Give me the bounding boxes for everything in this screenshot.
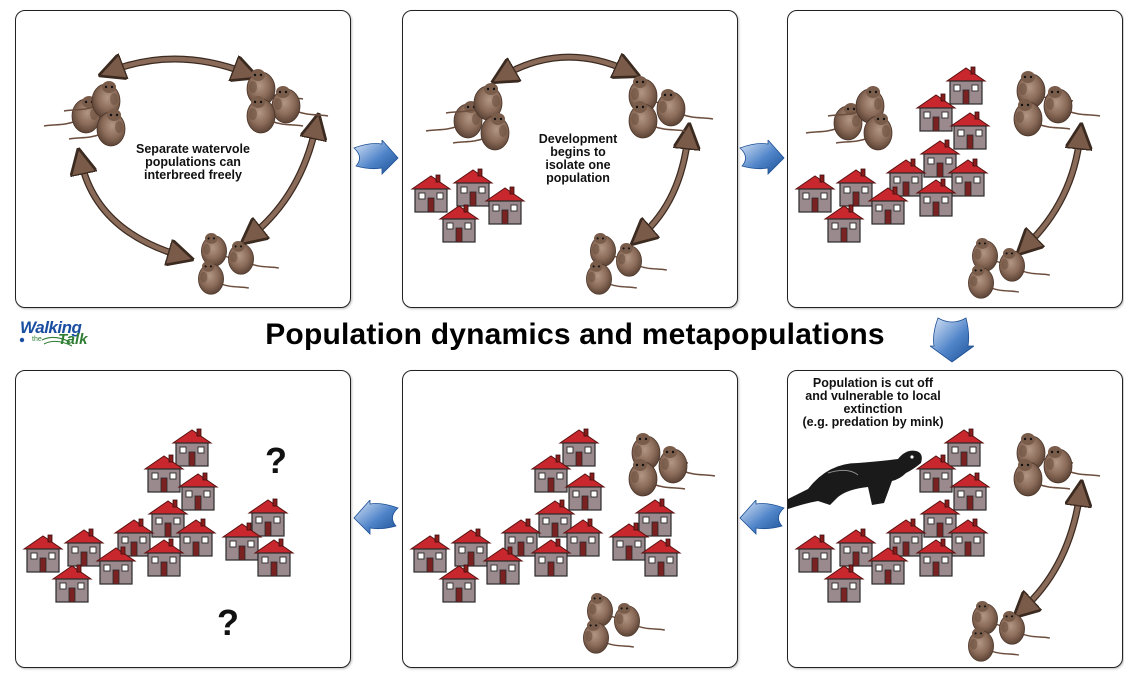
water-vole-icon <box>43 80 126 147</box>
panel-interbreeding: Separate watervole populations can inter… <box>15 10 351 308</box>
panel-development-begins: Development begins to isolate one popula… <box>402 10 738 308</box>
water-vole-icon <box>585 232 668 296</box>
house-icon <box>411 168 525 243</box>
panel-population-lost: ? ? <box>15 370 351 668</box>
panel-development-expands <box>787 10 1123 308</box>
water-vole-icon <box>805 85 893 151</box>
panel-3-illustration <box>795 66 1101 300</box>
water-vole-icon <box>628 75 714 139</box>
logo-swoosh-icon <box>19 336 73 347</box>
water-vole-icon <box>197 232 280 296</box>
mink-icon <box>788 450 922 509</box>
water-vole-icon <box>1013 432 1101 497</box>
flow-arrow-icon <box>353 500 399 535</box>
panel-5-illustration <box>410 428 716 655</box>
flow-arrow-icon <box>353 140 399 175</box>
water-vole-icon <box>1013 70 1101 137</box>
panel-caption: Development begins to isolate one popula… <box>538 132 618 185</box>
diagram-title: Population dynamics and metapopulations <box>265 318 885 351</box>
panel-4-illustration <box>788 428 1101 663</box>
water-vole-icon <box>582 592 666 655</box>
water-vole-icon <box>246 68 329 134</box>
water-vole-icon <box>425 82 510 151</box>
walking-the-talk-logo: Walking the Talk <box>14 318 124 354</box>
flow-arrow-icon <box>930 317 974 363</box>
water-vole-icon <box>967 600 1051 663</box>
double-arrow-icon <box>503 57 688 236</box>
panel-local-extinction <box>402 370 738 668</box>
double-arrow-icon <box>81 59 316 256</box>
panel-caption: Population is cut off and vulnerable to … <box>802 376 944 429</box>
water-vole-icon <box>628 432 716 497</box>
logo-the-text: the <box>32 336 42 343</box>
house-icon <box>795 66 990 243</box>
flow-arrow-icon <box>739 140 785 175</box>
flow-arrow-icon <box>739 500 785 535</box>
panel-2-illustration <box>411 11 714 296</box>
double-arrow-icon <box>1023 493 1080 609</box>
question-mark: ? <box>217 602 239 643</box>
logo-walking-text: Walking <box>20 318 82 337</box>
house-icon <box>23 428 294 603</box>
panel-6-illustration <box>23 428 294 603</box>
question-mark: ? <box>265 440 287 481</box>
panel-caption: Separate watervole populations can inter… <box>136 142 250 182</box>
water-vole-icon <box>967 237 1051 300</box>
house-icon <box>795 428 990 603</box>
panel-1-illustration <box>43 11 329 296</box>
double-arrow-icon <box>1026 136 1080 246</box>
panel-isolated-vulnerable: Population is cut off and vulnerable to … <box>787 370 1123 668</box>
logo-talk-text: Talk <box>58 331 88 348</box>
